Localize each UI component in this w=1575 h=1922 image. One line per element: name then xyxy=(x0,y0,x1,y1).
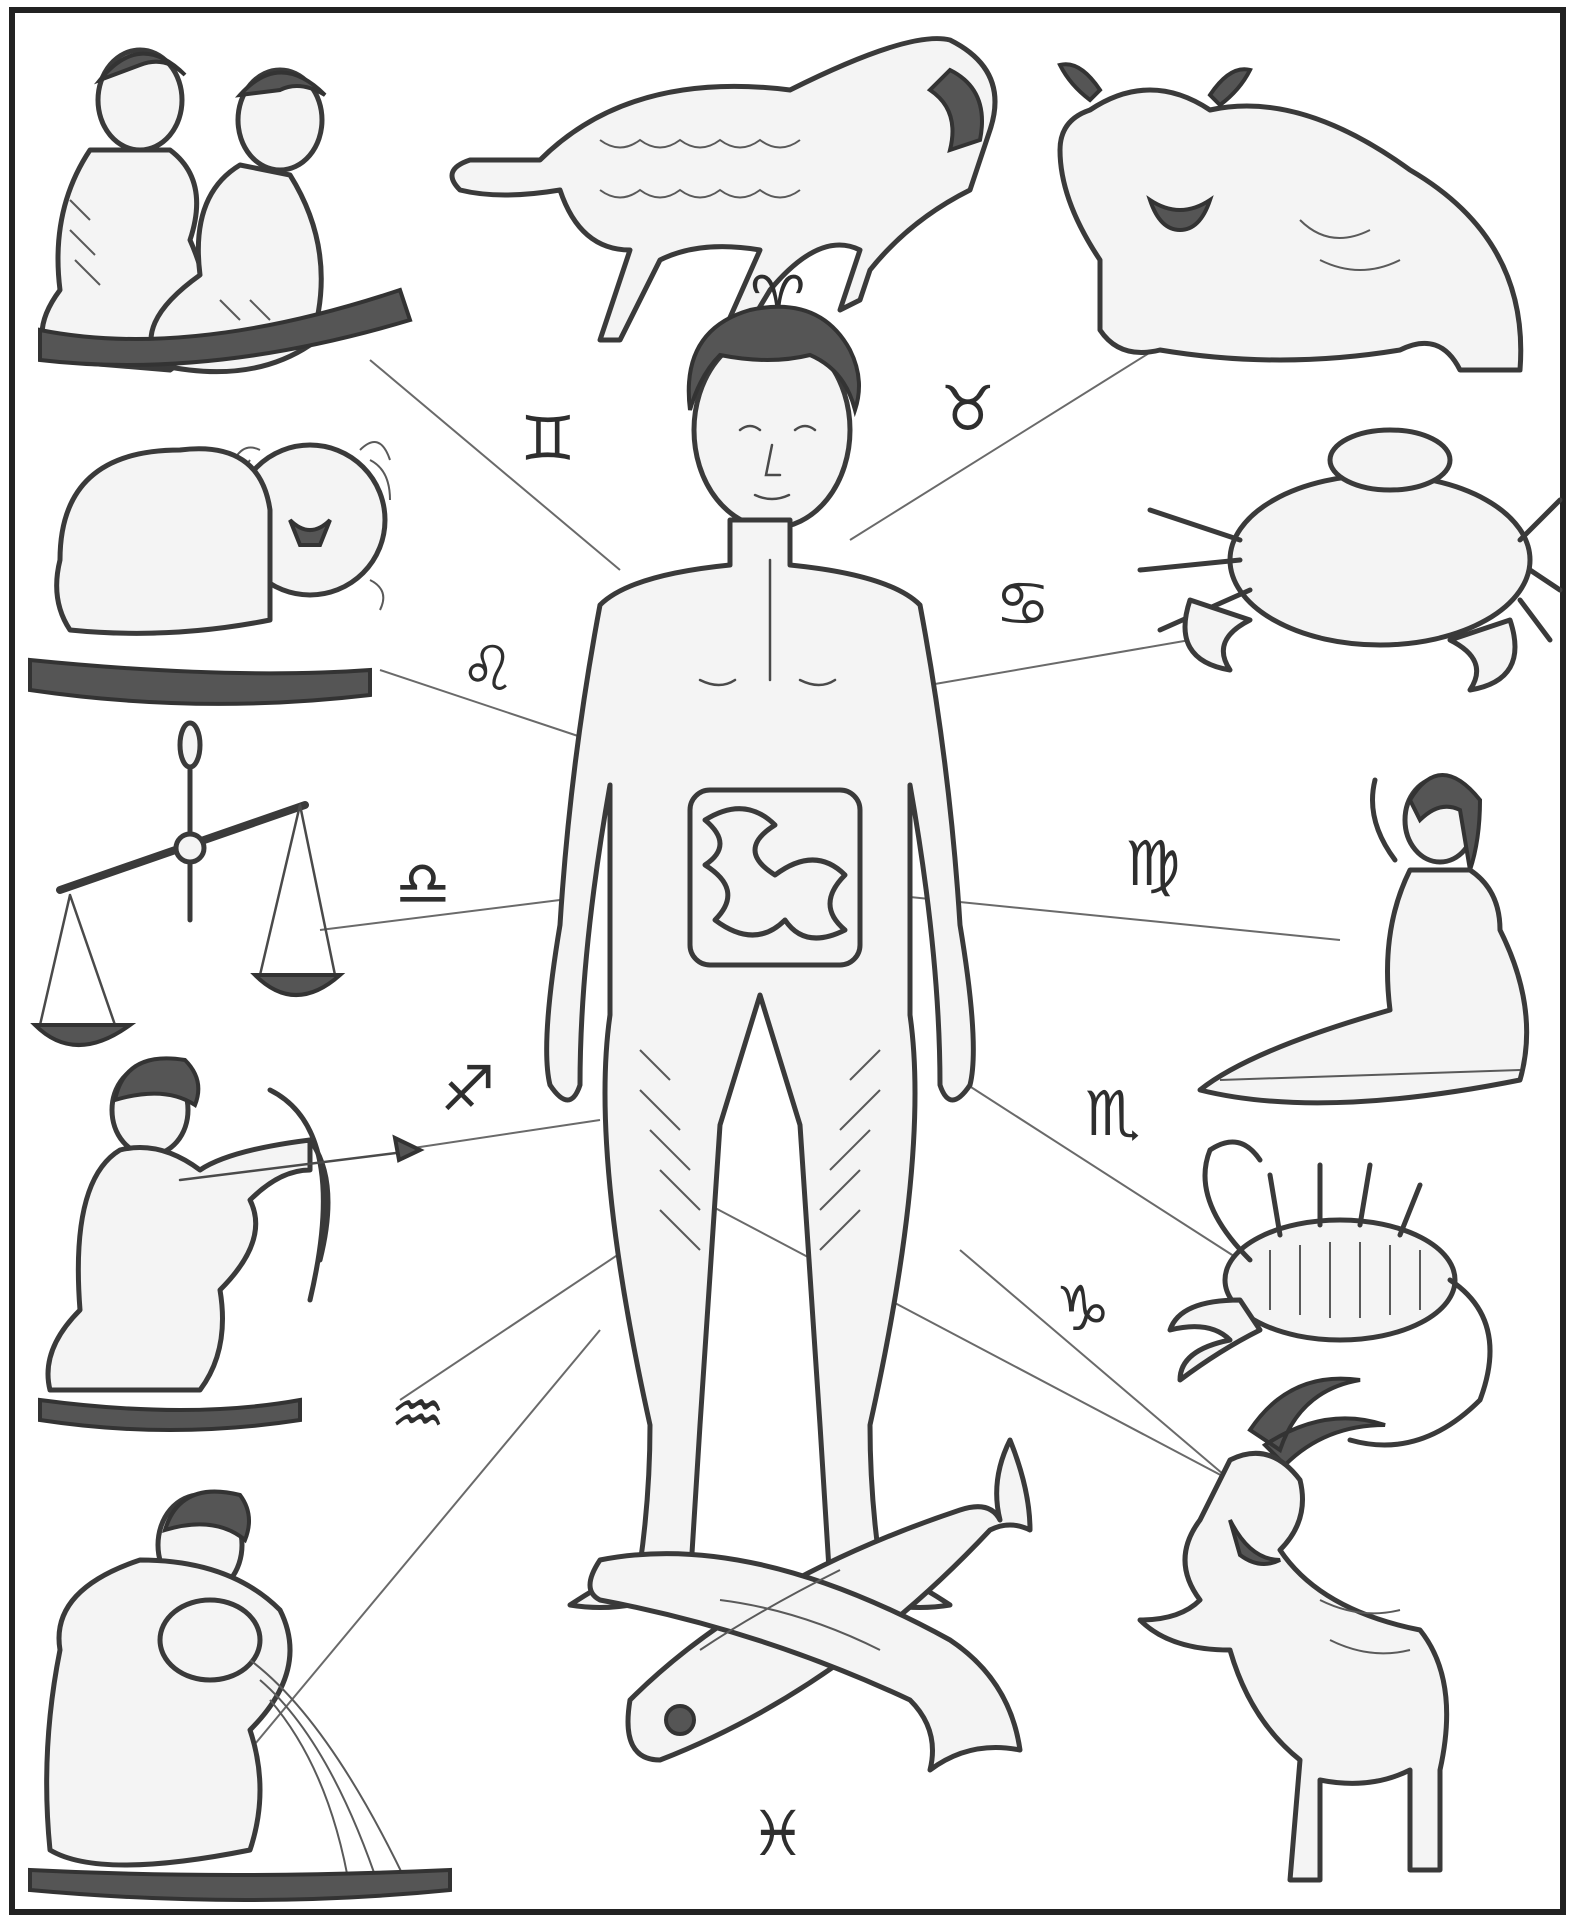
lion-icon xyxy=(30,442,390,704)
goat-icon xyxy=(1140,1379,1447,1880)
twins-icon xyxy=(40,50,410,372)
scorpio-glyph: ♏ xyxy=(1085,1077,1141,1150)
virgo-glyph: ♍ xyxy=(1125,827,1181,900)
ram-icon xyxy=(452,39,995,340)
archer-icon xyxy=(40,1058,420,1430)
crab-icon xyxy=(1140,430,1560,690)
cancer-glyph: ♋ xyxy=(995,567,1051,640)
water-bearer-icon xyxy=(30,1492,450,1900)
aquarius-glyph: ♒ xyxy=(390,1377,446,1450)
bull-icon xyxy=(1060,64,1521,370)
libra-glyph: ♎ xyxy=(395,847,451,920)
leo-glyph: ♌ xyxy=(460,632,516,705)
scales-icon xyxy=(35,723,340,1045)
sagittarius-glyph: ♐ xyxy=(440,1052,496,1125)
maiden-icon xyxy=(1200,775,1527,1103)
pisces-glyph: ♓ xyxy=(750,1797,806,1870)
intestines xyxy=(690,790,860,965)
taurus-glyph: ♉ xyxy=(940,372,996,445)
scorpion-icon xyxy=(1170,1142,1490,1445)
capricorn-glyph: ♑ xyxy=(1055,1272,1111,1345)
gemini-glyph: ♊ xyxy=(520,402,576,475)
